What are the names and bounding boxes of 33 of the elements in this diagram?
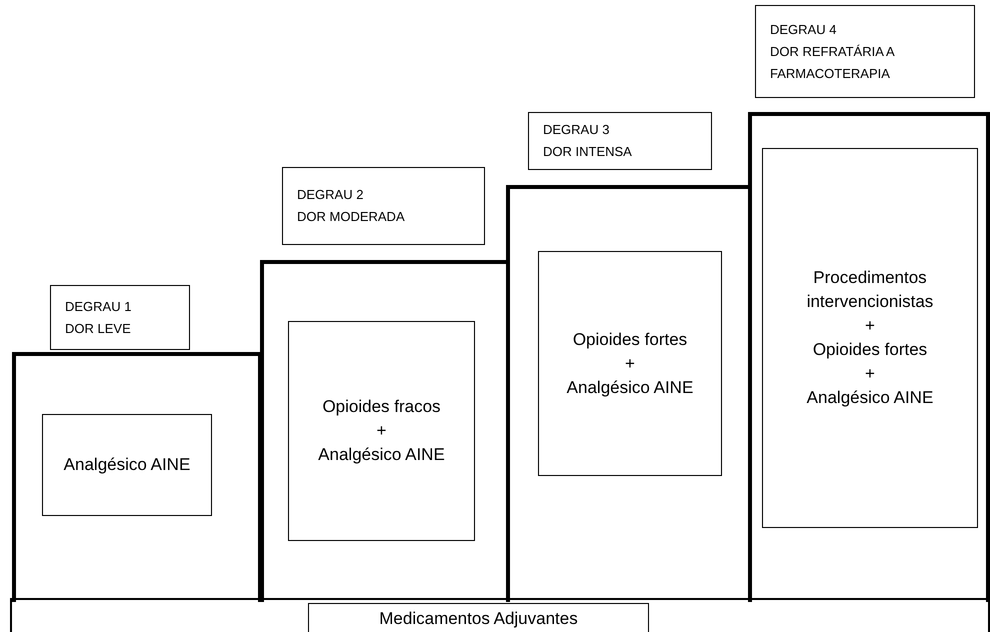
step-heading-text: DOR MODERADA <box>297 208 405 226</box>
step-heading-text: DOR REFRATÁRIA A FARMACOTERAPIA <box>770 42 896 82</box>
step-heading-box <box>755 5 975 98</box>
step-heading-box <box>282 167 485 245</box>
medication-box <box>288 321 475 541</box>
medication-box <box>538 251 722 476</box>
step-block <box>748 112 990 602</box>
step-heading-box <box>50 285 190 350</box>
step-heading-text: DOR INTENSA <box>543 143 632 161</box>
step-heading-text: DEGRAU 2 <box>297 186 364 204</box>
step-block <box>12 352 262 602</box>
medication-text: Analgésico AINE <box>64 454 190 476</box>
step-heading-text: DEGRAU 4 <box>770 20 836 38</box>
medication-text: Analgésico AINE <box>806 387 934 409</box>
step-heading-box <box>528 112 712 170</box>
medication-text: + <box>376 420 386 442</box>
adjuvant-text: Medicamentos Adjuvantes <box>379 609 578 629</box>
step-heading-text: DEGRAU 3 <box>543 121 610 139</box>
medication-text: Analgésico AINE <box>566 376 694 398</box>
medication-text: + <box>865 363 875 385</box>
medication-box <box>42 414 212 516</box>
medication-text: + <box>865 315 875 337</box>
base-band <box>10 598 990 632</box>
medication-text: Opioides fortes <box>572 328 688 350</box>
medication-text: Procedimentos intervencionistas <box>806 267 934 313</box>
medication-text: + <box>625 352 635 374</box>
step-heading-text: DOR LEVE <box>65 320 131 338</box>
step-heading-text: DEGRAU 1 <box>65 298 132 316</box>
medication-text: Opioides fortes <box>812 339 928 361</box>
medication-text: Analgésico AINE <box>318 444 445 466</box>
medication-text: Opioides fracos <box>322 396 441 418</box>
adjuvant-box <box>308 603 649 632</box>
medication-box <box>762 148 978 528</box>
